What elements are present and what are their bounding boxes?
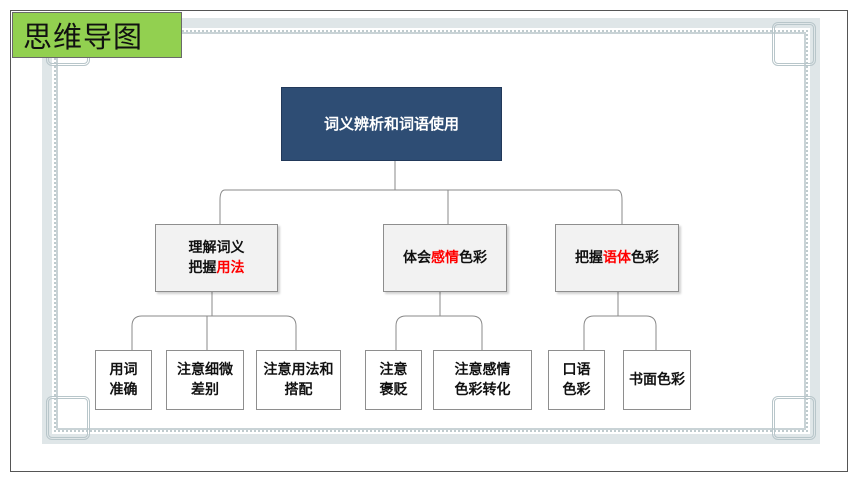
branch-node-1: 理解词义 把握用法: [155, 224, 278, 292]
leaf-2-2-line2: 色彩转化: [454, 382, 511, 398]
leaf-node-1-1: 用词准确: [95, 350, 152, 410]
leaf-1-1-line2: 准确: [109, 382, 138, 398]
page-title: 思维导图: [12, 12, 182, 58]
branch-1-line1: 理解词义: [188, 240, 245, 256]
leaf-3-1-line2: 色彩: [562, 382, 591, 398]
border-ornament-icon: [772, 396, 816, 440]
leaf-3-2-line1: 书面色彩: [629, 372, 685, 388]
leaf-node-3-1: 口语色彩: [548, 350, 605, 410]
leaf-2-1-line2: 褒贬: [379, 382, 408, 398]
leaf-3-1-line1: 口语: [562, 362, 591, 378]
branch-3-post: 色彩: [631, 250, 659, 266]
connector-b2-children: [395, 292, 483, 350]
decorative-inner-border: [54, 30, 808, 432]
branch-2-pre: 体会: [403, 250, 431, 266]
branch-2-highlight: 感情: [431, 250, 459, 266]
connector-b1-children: [131, 292, 297, 350]
branch-3-highlight: 语体: [603, 250, 631, 266]
branch-1-line2: 把握: [188, 260, 217, 276]
leaf-node-3-2: 书面色彩: [623, 350, 691, 410]
leaf-node-1-2: 注意细微差别: [166, 350, 244, 410]
connector-branch-bar: [219, 189, 623, 201]
root-label: 词义辨析和词语使用: [323, 115, 459, 133]
leaf-node-2-2: 注意感情色彩转化: [433, 350, 532, 410]
leaf-1-2-line1: 注意细微: [177, 362, 233, 378]
leaf-1-1-line1: 用词: [109, 362, 138, 378]
leaf-1-3-line2: 搭配: [284, 382, 313, 398]
branch-node-3: 把握语体色彩: [555, 224, 679, 292]
branch-node-2: 体会感情色彩: [383, 224, 507, 292]
border-ornament-icon: [772, 22, 816, 66]
leaf-1-2-line2: 差别: [191, 382, 219, 398]
leaf-1-3-line1: 注意用法和: [263, 362, 334, 378]
leaf-2-2-line1: 注意感情: [454, 362, 511, 378]
branch-3-pre: 把握: [575, 250, 603, 266]
leaf-node-1-3: 注意用法和搭配: [256, 350, 341, 410]
leaf-2-1-line1: 注意: [379, 362, 408, 378]
leaf-node-2-1: 注意褒贬: [365, 350, 422, 410]
root-node: 词义辨析和词语使用: [281, 87, 502, 161]
connector-b3-children: [583, 292, 657, 350]
border-ornament-icon: [46, 396, 90, 440]
branch-1-highlight: 用法: [216, 260, 245, 276]
branch-2-post: 色彩: [459, 250, 487, 266]
